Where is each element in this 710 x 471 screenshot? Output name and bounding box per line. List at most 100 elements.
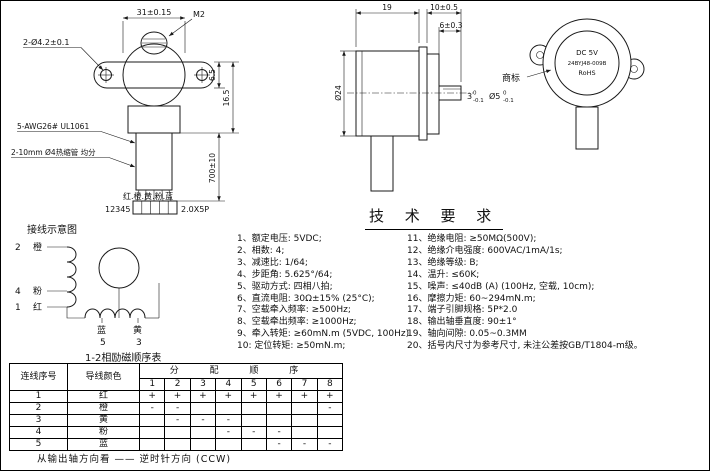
thread-callout: M2 [168, 10, 205, 37]
motor-shaft-icon [140, 31, 168, 55]
wire-color: 橙 [67, 402, 140, 415]
tech-requirement-item: 15、噪声: ≤40dB (A) (100Hz, 空载, 10cm); [407, 281, 595, 292]
seq-cell: + [164, 390, 191, 403]
seq-cell: + [265, 390, 293, 403]
wire-spec-callout: 5-AWG26# UL1061 [17, 122, 136, 144]
terminal-2-color: 橙 [33, 241, 42, 253]
trademark-line1: DC 5V [576, 49, 598, 57]
seq-cell: - [291, 438, 318, 451]
mount-hole-callout: 2-Ø4.2±0.1 [23, 37, 104, 71]
dim-31-label: 31±0.15 [137, 8, 172, 17]
step-header-3: 3 [189, 378, 217, 391]
terminal-1-number: 1 [15, 303, 21, 313]
pin-numbers-label: 12345 [105, 205, 130, 214]
terminal-5-number: 5 [100, 338, 106, 348]
seq-cell: + [316, 390, 344, 403]
seq-cell [138, 414, 166, 427]
tech-requirement-item: 4、步距角: 5.625°/64; [237, 269, 333, 280]
tech-requirement-item: 6、直流电阻: 30Ω±15% (25°C); [237, 293, 375, 304]
dimension-body-dia: Ø24 [334, 50, 356, 137]
wire-color: 红 [67, 390, 140, 403]
dim-flat-lower-tol: -0.1 [473, 98, 484, 104]
excitation-sequence-table: 连线序号 导线颜色 分 配 顺 序 1 2 3 4 5 6 7 8 1 红 + … [9, 363, 344, 451]
motor-body [122, 43, 186, 107]
tech-requirements-lists: 1、额定电压: 5VDC; 2、相数: 4; 3、减速比: 1/64; 4、步距… [237, 234, 643, 353]
tech-requirement-item: 1、额定电压: 5VDC; [237, 234, 322, 244]
col-header-sequence: 分 配 顺 序 [139, 363, 343, 379]
face-view-lead-wires [575, 106, 599, 150]
seq-cell: + [291, 390, 318, 403]
seq-cell: + [189, 390, 217, 403]
tech-requirement-item: 11、绝缘电阻: ≥50MΩ(500V); [407, 234, 537, 244]
wire-color: 黄 [67, 414, 140, 427]
connector [132, 200, 178, 215]
seq-cell: - [189, 414, 217, 427]
dim-6-5-label: 6.5 [208, 69, 217, 81]
seq-cell [164, 426, 191, 439]
dimension-6: 6±0.3 [438, 21, 463, 82]
tech-requirements-list-right: 11、绝缘电阻: ≥50MΩ(500V); 12、绝缘介电强度: 600VAC/… [407, 234, 643, 353]
col-header-wire-color: 导线颜色 [67, 363, 140, 391]
wire-number: 4 [9, 426, 68, 439]
tech-requirement-item: 5、驱动方式: 四相八拍; [237, 281, 333, 292]
table-row-orange: 2 橙 - - - [9, 402, 344, 415]
seq-cell: - [265, 426, 293, 439]
tech-requirement-item: 8、空载牵出频率: ≥1000Hz; [237, 317, 357, 328]
seq-cell [265, 402, 293, 415]
tech-requirement-item: 9、牵入转矩: ≥60mN.m (5VDC, 100Hz) [237, 329, 410, 340]
terminal-4-number: 4 [15, 287, 21, 297]
col-header-wire-number: 连线序号 [9, 363, 68, 391]
motor-side-body [355, 46, 440, 141]
dim-700-label: 700±10 [208, 153, 217, 183]
seq-cell [138, 438, 166, 451]
ear-hole-left [536, 51, 544, 59]
dim-shaft-dia-value: Ø5 [489, 91, 500, 101]
dim-mount-holes-label: 2-Ø4.2±0.1 [23, 37, 69, 47]
wire-number: 2 [9, 402, 68, 415]
terminal-5-color: 蓝 [97, 324, 106, 336]
terminal-3-color: 黄 [133, 324, 142, 336]
seq-cell: + [138, 390, 166, 403]
terminal-1-color: 红 [33, 301, 42, 313]
table-row-pink: 4 粉 - - - [9, 426, 344, 439]
tech-requirement-item: 16、摩擦力矩: 60~294mN.m; [407, 293, 536, 304]
sequence-table-caption: 1-2相励磁顺序表 [85, 353, 162, 364]
step-header-8: 8 [316, 378, 344, 391]
tech-requirement-item: 18、输出轴垂直度: 90±1° [407, 317, 517, 328]
coil-schematic-drawing: 2 橙 4 粉 1 红 蓝 5 黄 3 [15, 241, 160, 348]
seq-cell: - [265, 438, 293, 451]
trademark-label: 商标 [502, 72, 520, 84]
dim-19-label: 19 [382, 3, 392, 12]
trademark-view-drawing: DC 5V 24BYJ48-009B RoHS 商标 [502, 18, 645, 150]
dimension-6-5: 6.5 [208, 61, 239, 89]
seq-cell [215, 438, 242, 451]
dim-10-label: 10±0.5 [430, 3, 458, 12]
wire-number: 1 [9, 390, 68, 403]
dim-flat-value: 3 [467, 92, 472, 101]
seq-cell: - [316, 402, 344, 415]
seq-cell [291, 426, 318, 439]
tech-requirement-item: 10: 定位转矩: ≥50mN.m; [237, 341, 346, 352]
seq-cell [240, 438, 267, 451]
ear-hole-right [630, 65, 638, 73]
trademark-line2: 24BYJ48-009B [568, 61, 607, 67]
wire-spec-label: 5-AWG26# UL1061 [17, 122, 89, 131]
step-header-1: 1 [138, 378, 166, 391]
dim-body-dia-label: Ø24 [334, 85, 343, 101]
wire-color: 蓝 [67, 438, 140, 451]
motor-face-inner-ring [554, 30, 620, 96]
step-header-4: 4 [215, 378, 242, 391]
seq-cell: - [215, 426, 242, 439]
seq-cell [189, 402, 217, 415]
sleeve-label: 2-10mm Ø4热缩管 均分 [11, 147, 96, 157]
dimension-19: 19 [355, 3, 420, 47]
seq-cell [240, 402, 267, 415]
seq-cell [316, 426, 344, 439]
terminal-3-number: 3 [136, 338, 142, 348]
trademark-callout: 商标 [502, 69, 552, 84]
seq-cell: + [240, 390, 267, 403]
seq-cell [189, 438, 217, 451]
step-header-5: 5 [240, 378, 267, 391]
dim-16-5-label: 16.5 [222, 89, 231, 106]
seq-cell [189, 426, 217, 439]
